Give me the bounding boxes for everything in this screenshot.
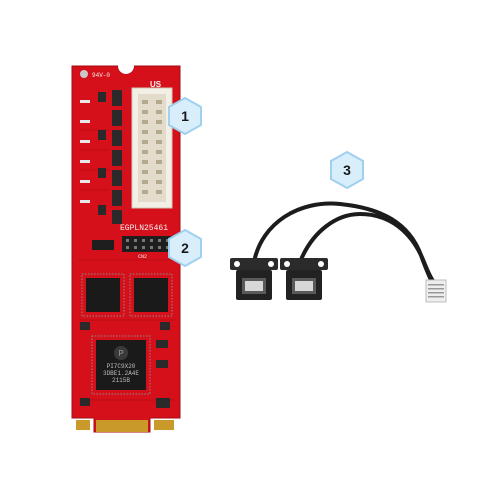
pcb-mark-us: US [150, 80, 162, 89]
chip-line-2: 3DBE1.2A4E [102, 370, 139, 377]
callout-badge-2: 2 [165, 228, 205, 268]
chip-line-1: PI7C9X20 [106, 363, 136, 370]
pcb-model-text: EGPLN25461 [120, 224, 169, 233]
svg-text:P: P [118, 349, 123, 358]
pcb-connector-label: CN2 [138, 254, 148, 260]
gold-edge-connector [76, 420, 174, 432]
hexagon-icon [330, 150, 364, 190]
rj45-jack-right [280, 258, 328, 300]
callout-badge-3: 3 [327, 150, 367, 190]
hexagon-icon [168, 96, 202, 136]
wire-to-board-connector [425, 279, 447, 303]
callout-number-2: 2 [181, 240, 189, 256]
rj45-jack-left [230, 258, 278, 300]
chip-line-3: 2115B [111, 377, 130, 384]
chip-marking: PI7C9X20 3DBE1.2A4E 2115B [96, 363, 146, 384]
pin-header-connector-2 [92, 236, 174, 252]
pcb-mark-94v0: 94V-0 [92, 72, 111, 79]
pin-header-connector-1 [131, 87, 173, 209]
ethernet-controller-chips [80, 273, 173, 330]
pcb-board: P [71, 58, 181, 433]
callout-number-3: 3 [343, 162, 351, 178]
callout-badge-1: 1 [165, 96, 205, 136]
hexagon-icon [168, 228, 202, 268]
lan-cable-assembly [230, 201, 447, 303]
pcie-switch-chip: P [91, 335, 151, 395]
callout-number-1: 1 [181, 108, 189, 124]
